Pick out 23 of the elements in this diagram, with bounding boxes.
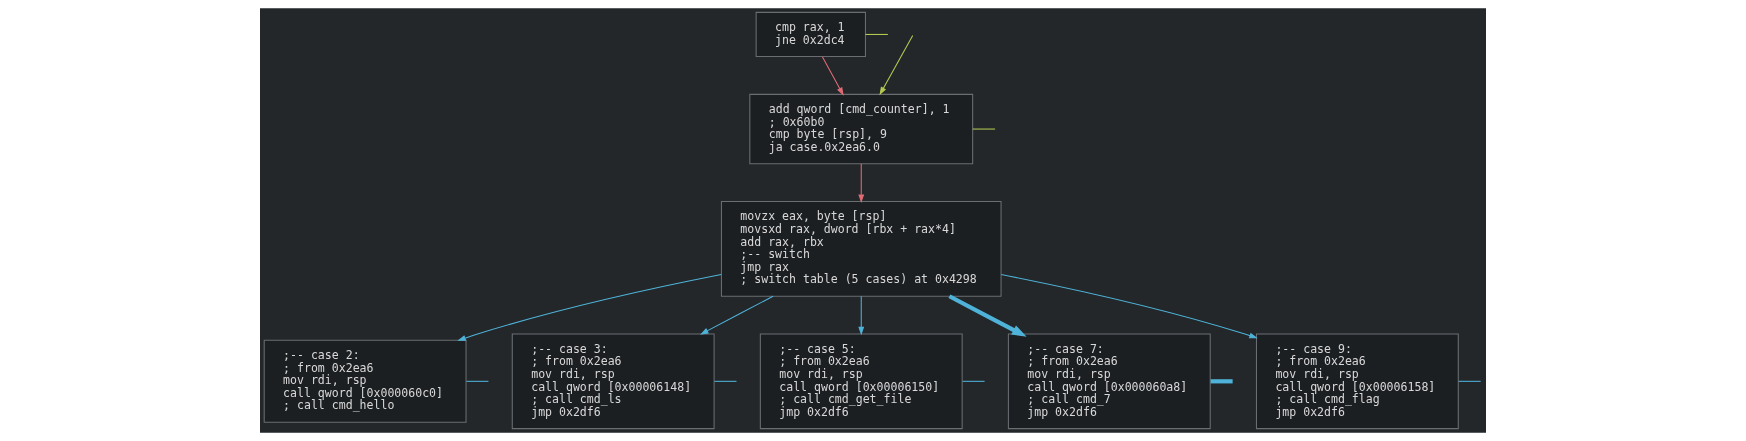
node-box: ;-- case 3: ; from 0x2ea6 mov rdi, rsp call qword [0x00006148] ; call cmd_ls jmp 0x2df6 [511,333,715,430]
arrow [457,274,722,341]
node-box: movzx eax, byte [rsp] movsxd rax, dword [rbx + rax*4] add rax, rbx ;-- switch jmp rax ; switch table (5 cases) at 0x4298 [720,201,1002,297]
node-box: ;-- case 7: ; from 0x2ea6 mov rdi, rsp call qword [0x000060a8] ; call cmd_7 jmp 0x2df6 [1007,333,1211,430]
connector [972,128,996,130]
connector [962,380,986,382]
node-box: ;-- case 5: ; from 0x2ea6 mov rdi, rsp call qword [0x00006150] ; call cmd_get_file jmp 0x2df6 [759,333,963,430]
arrow [879,35,914,96]
arrow [948,294,1027,337]
connector [1210,379,1233,384]
connector [1458,380,1482,382]
connector [864,33,889,35]
node-box: ;-- case 9: ; from 0x2ea6 mov rdi, rsp call qword [0x00006158] ; call cmd_flag jmp 0x2df6 [1255,333,1459,430]
arrow [858,163,865,203]
node-box: add qword [cmd_counter], 1 ; 0x60b0 cmp byte [rsp], 9 ja case.0x2ea6.0 [749,93,974,165]
arrow [1000,274,1258,339]
connector [713,380,738,382]
node-box: cmp rax, 1 jne 0x2dc4 [755,11,866,58]
arrow [858,295,865,336]
arrow [821,56,844,96]
arrow [700,295,774,335]
connector [465,380,489,382]
node-box: ;-- case 2: ; from 0x2ea6 mov rdi, rsp call qword [0x000060c0] ; call cmd_hello [263,339,467,423]
